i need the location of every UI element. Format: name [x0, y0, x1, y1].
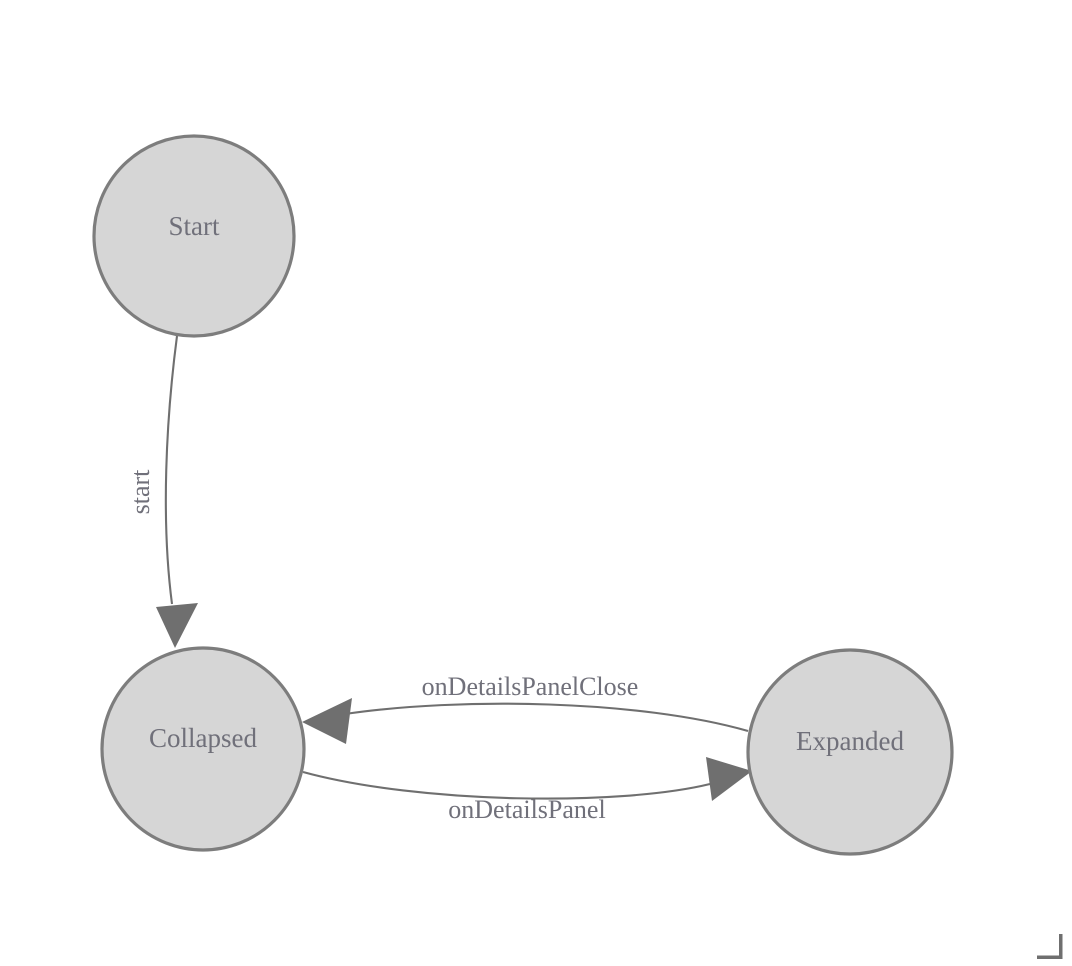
edge-expanded-to-collapsed-path [344, 702, 749, 733]
node-collapsed[interactable]: Collapsed [100, 646, 306, 852]
edge-collapsed-to-expanded-path [302, 770, 711, 800]
node-start-circle [92, 134, 296, 338]
arrowhead-left-icon [302, 698, 352, 744]
node-expanded-circle [746, 648, 954, 856]
edge-collapsed-to-expanded[interactable]: onDetailsPanel [302, 757, 752, 824]
resize-corner-mark [1037, 934, 1063, 959]
edge-expanded-to-collapsed[interactable]: onDetailsPanelClose [302, 672, 749, 744]
node-collapsed-label: Collapsed [149, 723, 257, 753]
edge-label-on-details-panel-close: onDetailsPanelClose [422, 672, 639, 701]
node-start-label: Start [169, 211, 220, 241]
arrowhead-down-icon [156, 603, 198, 648]
edge-label-start: start [126, 469, 155, 515]
node-expanded[interactable]: Expanded [746, 648, 954, 856]
node-start[interactable]: Start [92, 134, 296, 338]
arrowhead-right-icon [706, 757, 752, 801]
edge-start-to-collapsed[interactable]: start [126, 335, 198, 648]
edge-start-to-collapsed-path [164, 335, 179, 605]
edge-label-on-details-panel: onDetailsPanel [448, 795, 605, 824]
node-expanded-label: Expanded [796, 726, 904, 756]
node-collapsed-circle [100, 646, 306, 852]
